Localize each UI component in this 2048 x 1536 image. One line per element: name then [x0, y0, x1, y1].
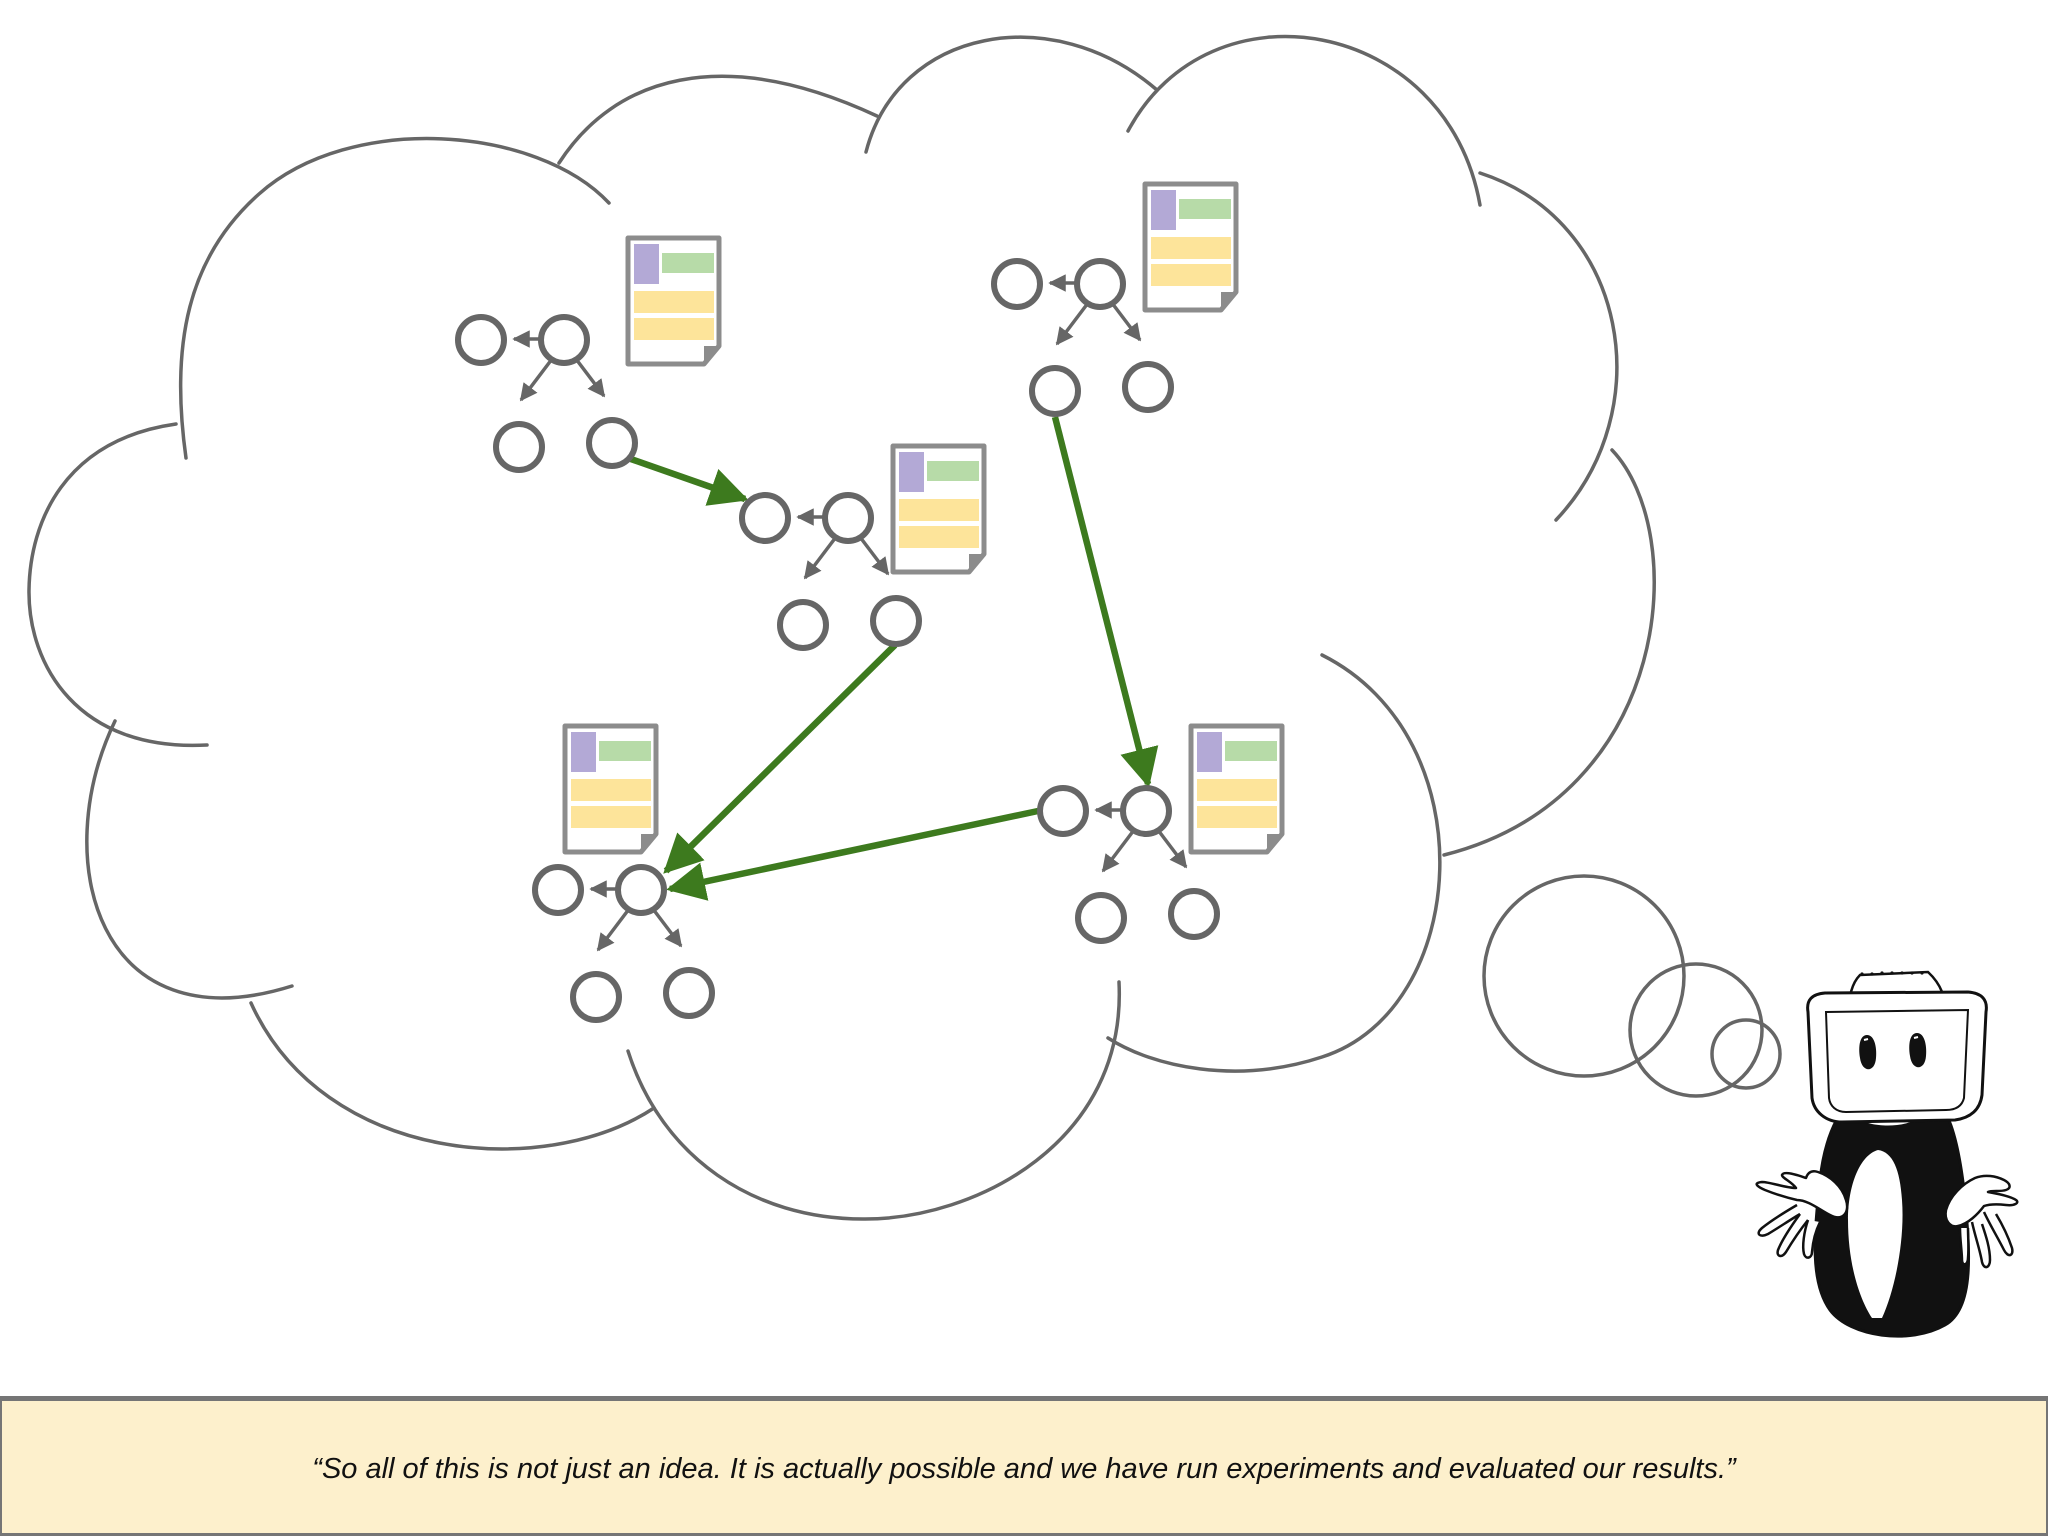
robot-eye-left	[1859, 1035, 1877, 1070]
cluster-links	[626, 416, 1159, 901]
robot-body	[1813, 1088, 1971, 1338]
robot-character	[1755, 970, 2019, 1338]
link-a-to-b	[626, 454, 749, 506]
cluster-b	[742, 446, 984, 648]
document-icon-a	[628, 238, 719, 364]
cluster-a	[458, 238, 719, 470]
link-e-to-d	[666, 807, 1039, 901]
cluster-c	[994, 184, 1236, 414]
document-icon-d	[565, 726, 656, 852]
robot-head	[1806, 970, 1988, 1124]
robot-hand-right	[1944, 1174, 2019, 1269]
document-icon-e	[1191, 726, 1282, 852]
link-b-to-d	[663, 642, 898, 874]
knowledge-graph-a	[458, 317, 635, 470]
cluster-d	[535, 726, 712, 1020]
caption-text: “So all of this is not just an idea. It …	[312, 1452, 1736, 1485]
thought-cloud	[27, 34, 1656, 1221]
caption-bar: “So all of this is not just an idea. It …	[0, 1396, 2048, 1536]
document-icon-b	[893, 446, 984, 572]
knowledge-graph-d	[535, 867, 712, 1020]
document-icon-c	[1145, 184, 1236, 310]
link-c-to-e	[1051, 416, 1159, 788]
robot-eye-right	[1909, 1033, 1927, 1068]
robot-hand-left	[1755, 1170, 1849, 1259]
thought-scene	[27, 34, 2019, 1338]
thought-bubble-trail	[1482, 874, 1782, 1098]
cluster-e	[1040, 726, 1282, 941]
